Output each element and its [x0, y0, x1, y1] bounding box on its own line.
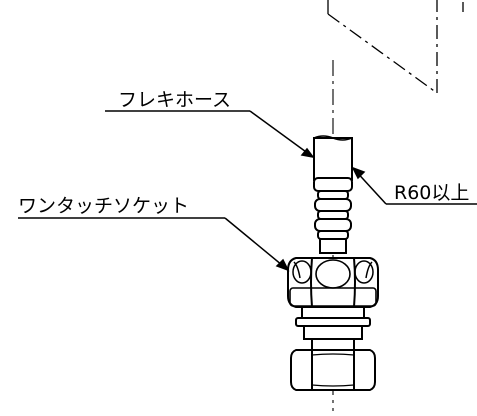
leader-one-touch-socket — [18, 217, 290, 272]
flexible-hose — [313, 135, 353, 181]
label-bend-radius: R60以上 — [394, 182, 469, 204]
socket-collar — [295, 306, 371, 340]
one-touch-socket — [287, 257, 379, 308]
leader-flexible-hose — [105, 110, 315, 159]
hose-ribbed-section — [313, 177, 353, 254]
lower-hex-nut — [290, 338, 376, 391]
label-one-touch-socket: ワンタッチソケット — [18, 195, 189, 217]
label-flexible-hose: フレキホース — [118, 89, 231, 111]
faucet-hidden-outline — [327, 0, 438, 94]
leader-bend-radius — [351, 166, 477, 205]
